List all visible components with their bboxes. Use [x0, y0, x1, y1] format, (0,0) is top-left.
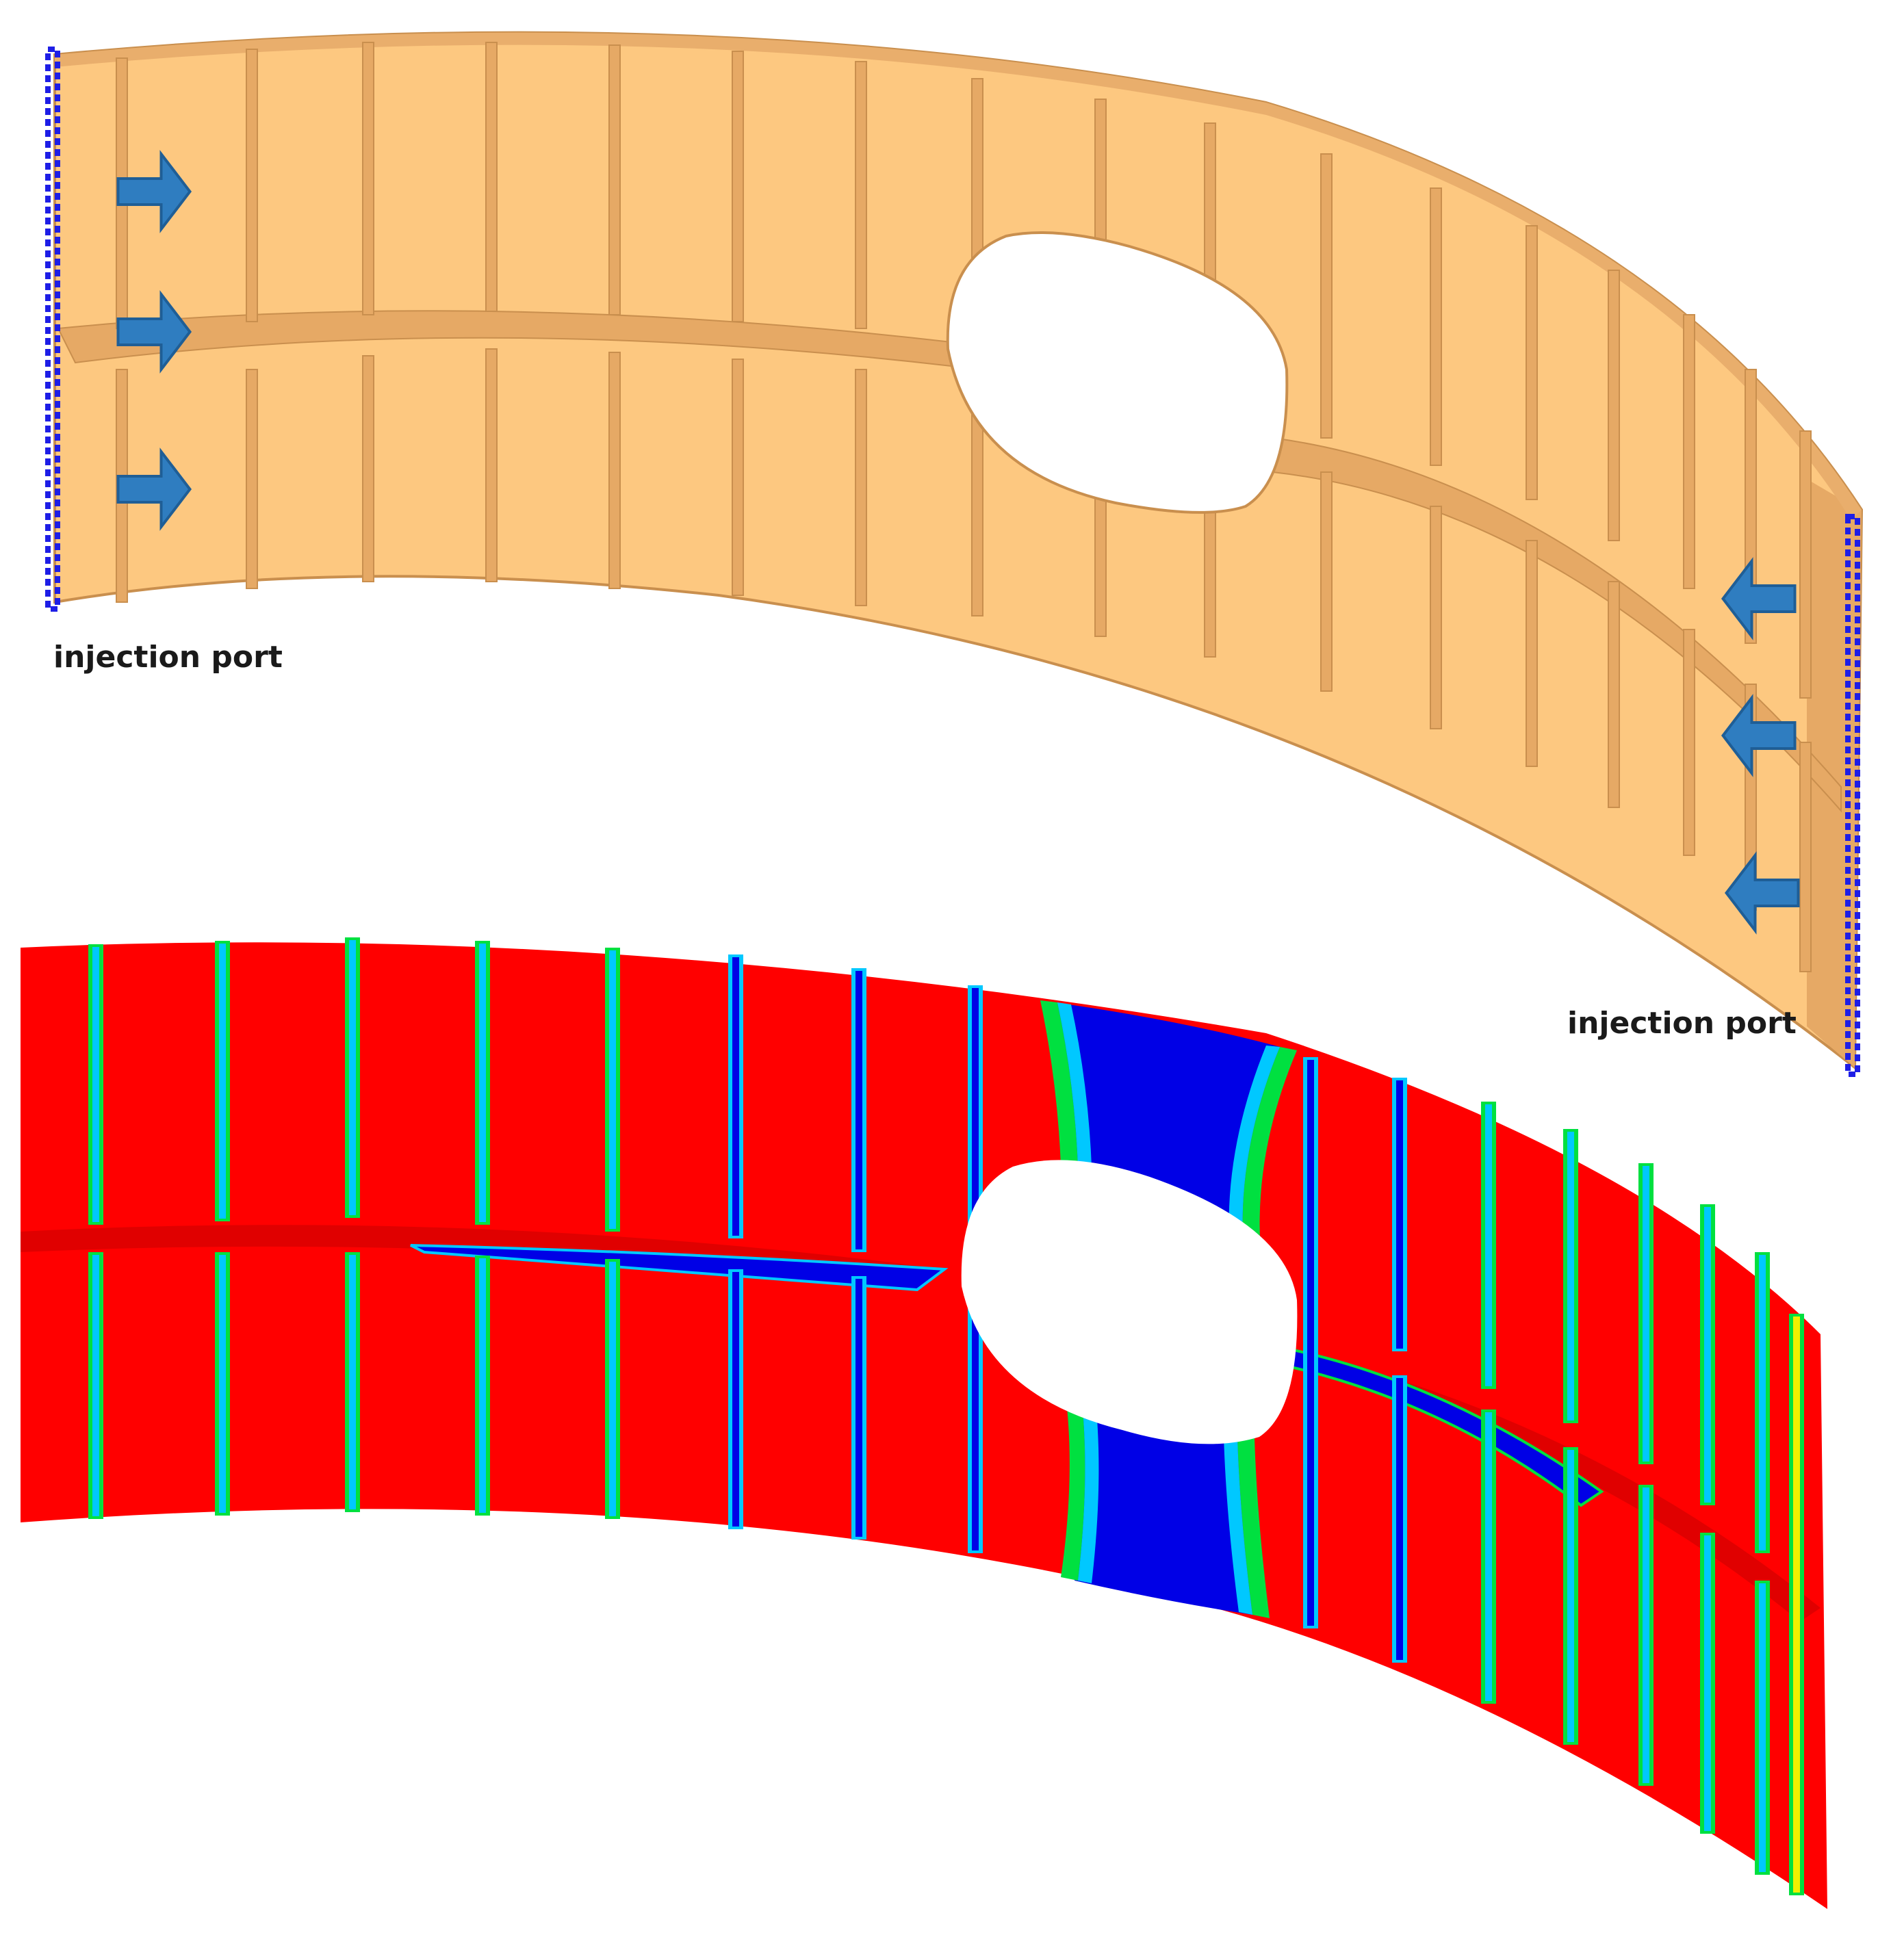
rib-lower [608, 352, 621, 589]
rib-upper [1320, 153, 1333, 439]
rib-lower [246, 369, 258, 589]
rib-fill-core [92, 947, 99, 1222]
curved-panel [53, 31, 1864, 1071]
rib-upper [1430, 187, 1442, 466]
rib-upper [246, 49, 258, 322]
arrow-left-icon [1724, 851, 1800, 935]
rib-fill-core [1759, 1583, 1766, 1872]
result-flange-left-blue [410, 1244, 949, 1292]
rib-lower [485, 348, 498, 582]
rib-lower [362, 355, 374, 582]
rib-lower [1430, 506, 1442, 729]
arrow-left-icon [1721, 694, 1797, 777]
rib-fill-core [349, 940, 356, 1215]
rib-upper [1799, 430, 1812, 699]
rib-upper [1608, 270, 1620, 541]
rib-fill-core [1485, 1412, 1492, 1701]
rib-fill-core [1759, 1255, 1766, 1550]
rib-fill-core [1704, 1535, 1711, 1831]
rib-lower [1799, 742, 1812, 972]
rib-fill-core [1396, 1080, 1403, 1349]
flow-front-right [1237, 1047, 1297, 1618]
rib-lower [1608, 581, 1620, 808]
top-flange [55, 32, 1862, 521]
flow-front-right-cyan [1223, 1046, 1280, 1615]
arrow-right-icon [116, 447, 192, 531]
rib-fill-core [219, 944, 226, 1219]
rib-lower [1683, 629, 1695, 856]
rib-fill-core [1396, 1378, 1403, 1660]
rib-fill-core [1793, 1316, 1800, 1893]
rib-upper [485, 42, 498, 312]
injection-port-label-left: injection port [53, 640, 283, 675]
fill-simulation-result [21, 937, 1827, 1909]
rib-fill-core [1307, 1060, 1314, 1626]
rib-upper [1683, 314, 1695, 589]
arrow-right-icon [116, 150, 192, 233]
rib-fill-core [349, 1255, 356, 1509]
result-ribs [88, 937, 1804, 1895]
rib-fill-core [855, 971, 862, 1249]
result-flange-left [21, 1225, 944, 1286]
rib-fill-core [219, 1255, 226, 1513]
rib-upper [362, 42, 374, 315]
rib-lower [1526, 540, 1538, 767]
rib-fill-core [1567, 1450, 1574, 1742]
port-marker-right [1845, 514, 1860, 1077]
rib-lower [1320, 471, 1333, 692]
rib-fill-core [1704, 1207, 1711, 1503]
injection-port-label-right: injection port [1567, 1006, 1797, 1041]
part-model [45, 31, 1864, 1077]
oval-cutout [946, 231, 1289, 514]
arrow-right-icon [116, 290, 192, 374]
rib-fill-core [1567, 1132, 1574, 1420]
port-marker-left [45, 47, 60, 612]
rib-upper [1526, 225, 1538, 500]
rib-upper [732, 51, 744, 322]
rib-fill-core [855, 1279, 862, 1537]
rib-fill-core [609, 1262, 616, 1516]
rib-fill-core [92, 1255, 99, 1516]
rib-fill-core [732, 957, 739, 1236]
rib-upper [608, 44, 621, 315]
rib-fill-core [1485, 1104, 1492, 1386]
rib-upper [855, 61, 867, 329]
rib-lower [855, 369, 867, 606]
rib-lower [732, 359, 744, 596]
rib-fill-core [479, 1258, 486, 1513]
result-panel [21, 942, 1827, 1909]
rib-fill-core [1643, 1488, 1649, 1783]
rib-fill-core [1643, 1166, 1649, 1462]
arrow-left-icon [1721, 557, 1797, 640]
flow-arrows [116, 150, 1800, 935]
rib-fill-core [732, 1272, 739, 1527]
rib-fill-core [609, 950, 616, 1229]
result-oval-cutout [961, 1160, 1298, 1444]
rib-fill-core [479, 944, 486, 1222]
